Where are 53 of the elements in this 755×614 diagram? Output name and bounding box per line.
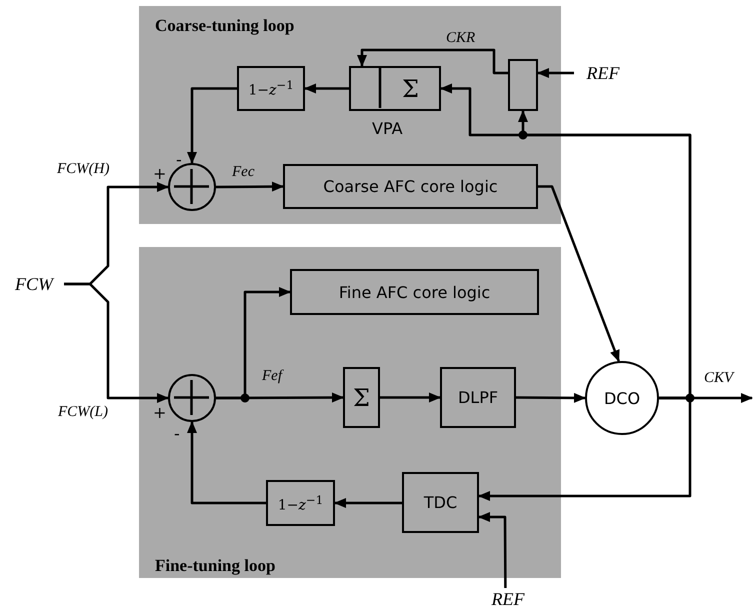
signal-arrow (516, 392, 586, 403)
edge-label: FCW(H) (57, 161, 110, 178)
block-caption: VPA (372, 119, 403, 138)
block-label: DLPF (458, 388, 498, 407)
block-label: Σ (402, 74, 419, 102)
port-sign: - (176, 150, 182, 169)
signal-label: REF (574, 61, 632, 85)
summing-junction (168, 374, 216, 422)
port-sign: - (174, 424, 180, 443)
signal-arrow (380, 392, 441, 402)
process-block (402, 472, 479, 533)
loop-panel (139, 247, 561, 578)
process-block (343, 367, 380, 428)
edge-label: FCW(L) (58, 404, 108, 420)
signal-arrow (304, 84, 349, 94)
block-label: DCO (604, 388, 640, 408)
edge-label: Fef (262, 368, 282, 384)
summing-junction (168, 163, 216, 211)
signal-arrow (538, 185, 620, 362)
signal-arrow (187, 87, 237, 164)
process-block (266, 480, 335, 526)
edge-label: CKV (704, 370, 734, 386)
signal-arrow (334, 498, 402, 508)
process-block (237, 66, 305, 111)
process-block (440, 367, 516, 428)
signal-arrow (216, 287, 291, 400)
block-label: 1−z$^{−1}$ (248, 78, 294, 99)
signal-arrow (216, 182, 284, 192)
signal-label: FCW (4, 272, 64, 296)
block-label: 1−z$^{−1}$ (278, 492, 324, 514)
loop-panel (139, 6, 561, 224)
signal-label: REF (482, 588, 534, 610)
signal-arrow (357, 48, 508, 74)
process-block (290, 269, 539, 315)
port-sign: + (153, 405, 166, 421)
block-label: Σ (353, 384, 370, 412)
process-block (349, 66, 441, 111)
panel-title: Fine-tuning loop (155, 556, 276, 576)
signal-arrow (64, 282, 169, 403)
block-label: Fine AFC core logic (338, 282, 490, 302)
panel-title: Coarse-tuning loop (155, 16, 294, 36)
port-sign: + (153, 166, 166, 182)
edge-label: CKR (446, 30, 476, 46)
edge-label: Fec (232, 164, 254, 180)
block-label: Coarse AFC core logic (323, 177, 498, 196)
block-label: TDC (424, 493, 458, 512)
signal-arrow (478, 512, 507, 588)
signal-arrow (478, 396, 692, 501)
signal-arrow (187, 421, 266, 504)
signal-arrow (537, 68, 574, 78)
signal-arrow (216, 392, 344, 403)
register-block (508, 59, 538, 111)
process-block (283, 164, 538, 209)
